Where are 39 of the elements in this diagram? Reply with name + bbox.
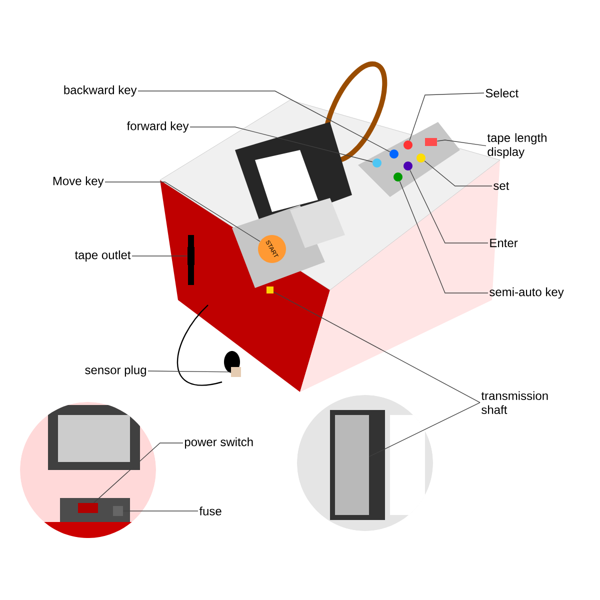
key-button: [404, 140, 412, 150]
device-part: [231, 367, 241, 377]
device-part: [113, 506, 123, 516]
leader-line: [104, 182, 260, 242]
label-text: backward key: [64, 85, 137, 97]
device-part: [425, 138, 437, 146]
leader-line: [148, 370, 232, 372]
leader-line: [138, 90, 390, 152]
label-text: tape outlet: [74, 250, 131, 262]
label-text: Move key: [53, 176, 104, 188]
key-button: [404, 162, 412, 170]
leader-line: [399, 181, 488, 294]
key-button: [390, 150, 398, 158]
label-text: fuse: [199, 506, 222, 516]
label-text: Enter: [490, 238, 518, 248]
leader-line: [122, 510, 198, 512]
key-button: [394, 172, 402, 182]
label-text: power switch: [184, 437, 253, 449]
device-part: [188, 247, 194, 265]
leader-line: [424, 160, 492, 186]
label-text: forward key: [126, 121, 189, 133]
device-part: [266, 286, 274, 294]
label-text: semi-auto key: [490, 287, 564, 299]
label-text: set: [494, 182, 510, 190]
key-button: [372, 158, 382, 168]
label-text: sensor plug: [85, 365, 146, 377]
device-part: [78, 503, 98, 513]
label-text: transmission shaft: [481, 391, 548, 414]
leader-line: [93, 442, 184, 504]
leader-line: [368, 402, 480, 457]
leader-line: [410, 170, 488, 244]
device-part: [335, 415, 369, 515]
leader-line: [409, 92, 484, 141]
label-text: tape length display: [487, 133, 546, 158]
label-text: Select: [486, 88, 518, 98]
leader-line: [190, 126, 373, 162]
key-button: [416, 154, 426, 162]
leader-line: [436, 140, 486, 146]
leader-line: [273, 292, 480, 403]
